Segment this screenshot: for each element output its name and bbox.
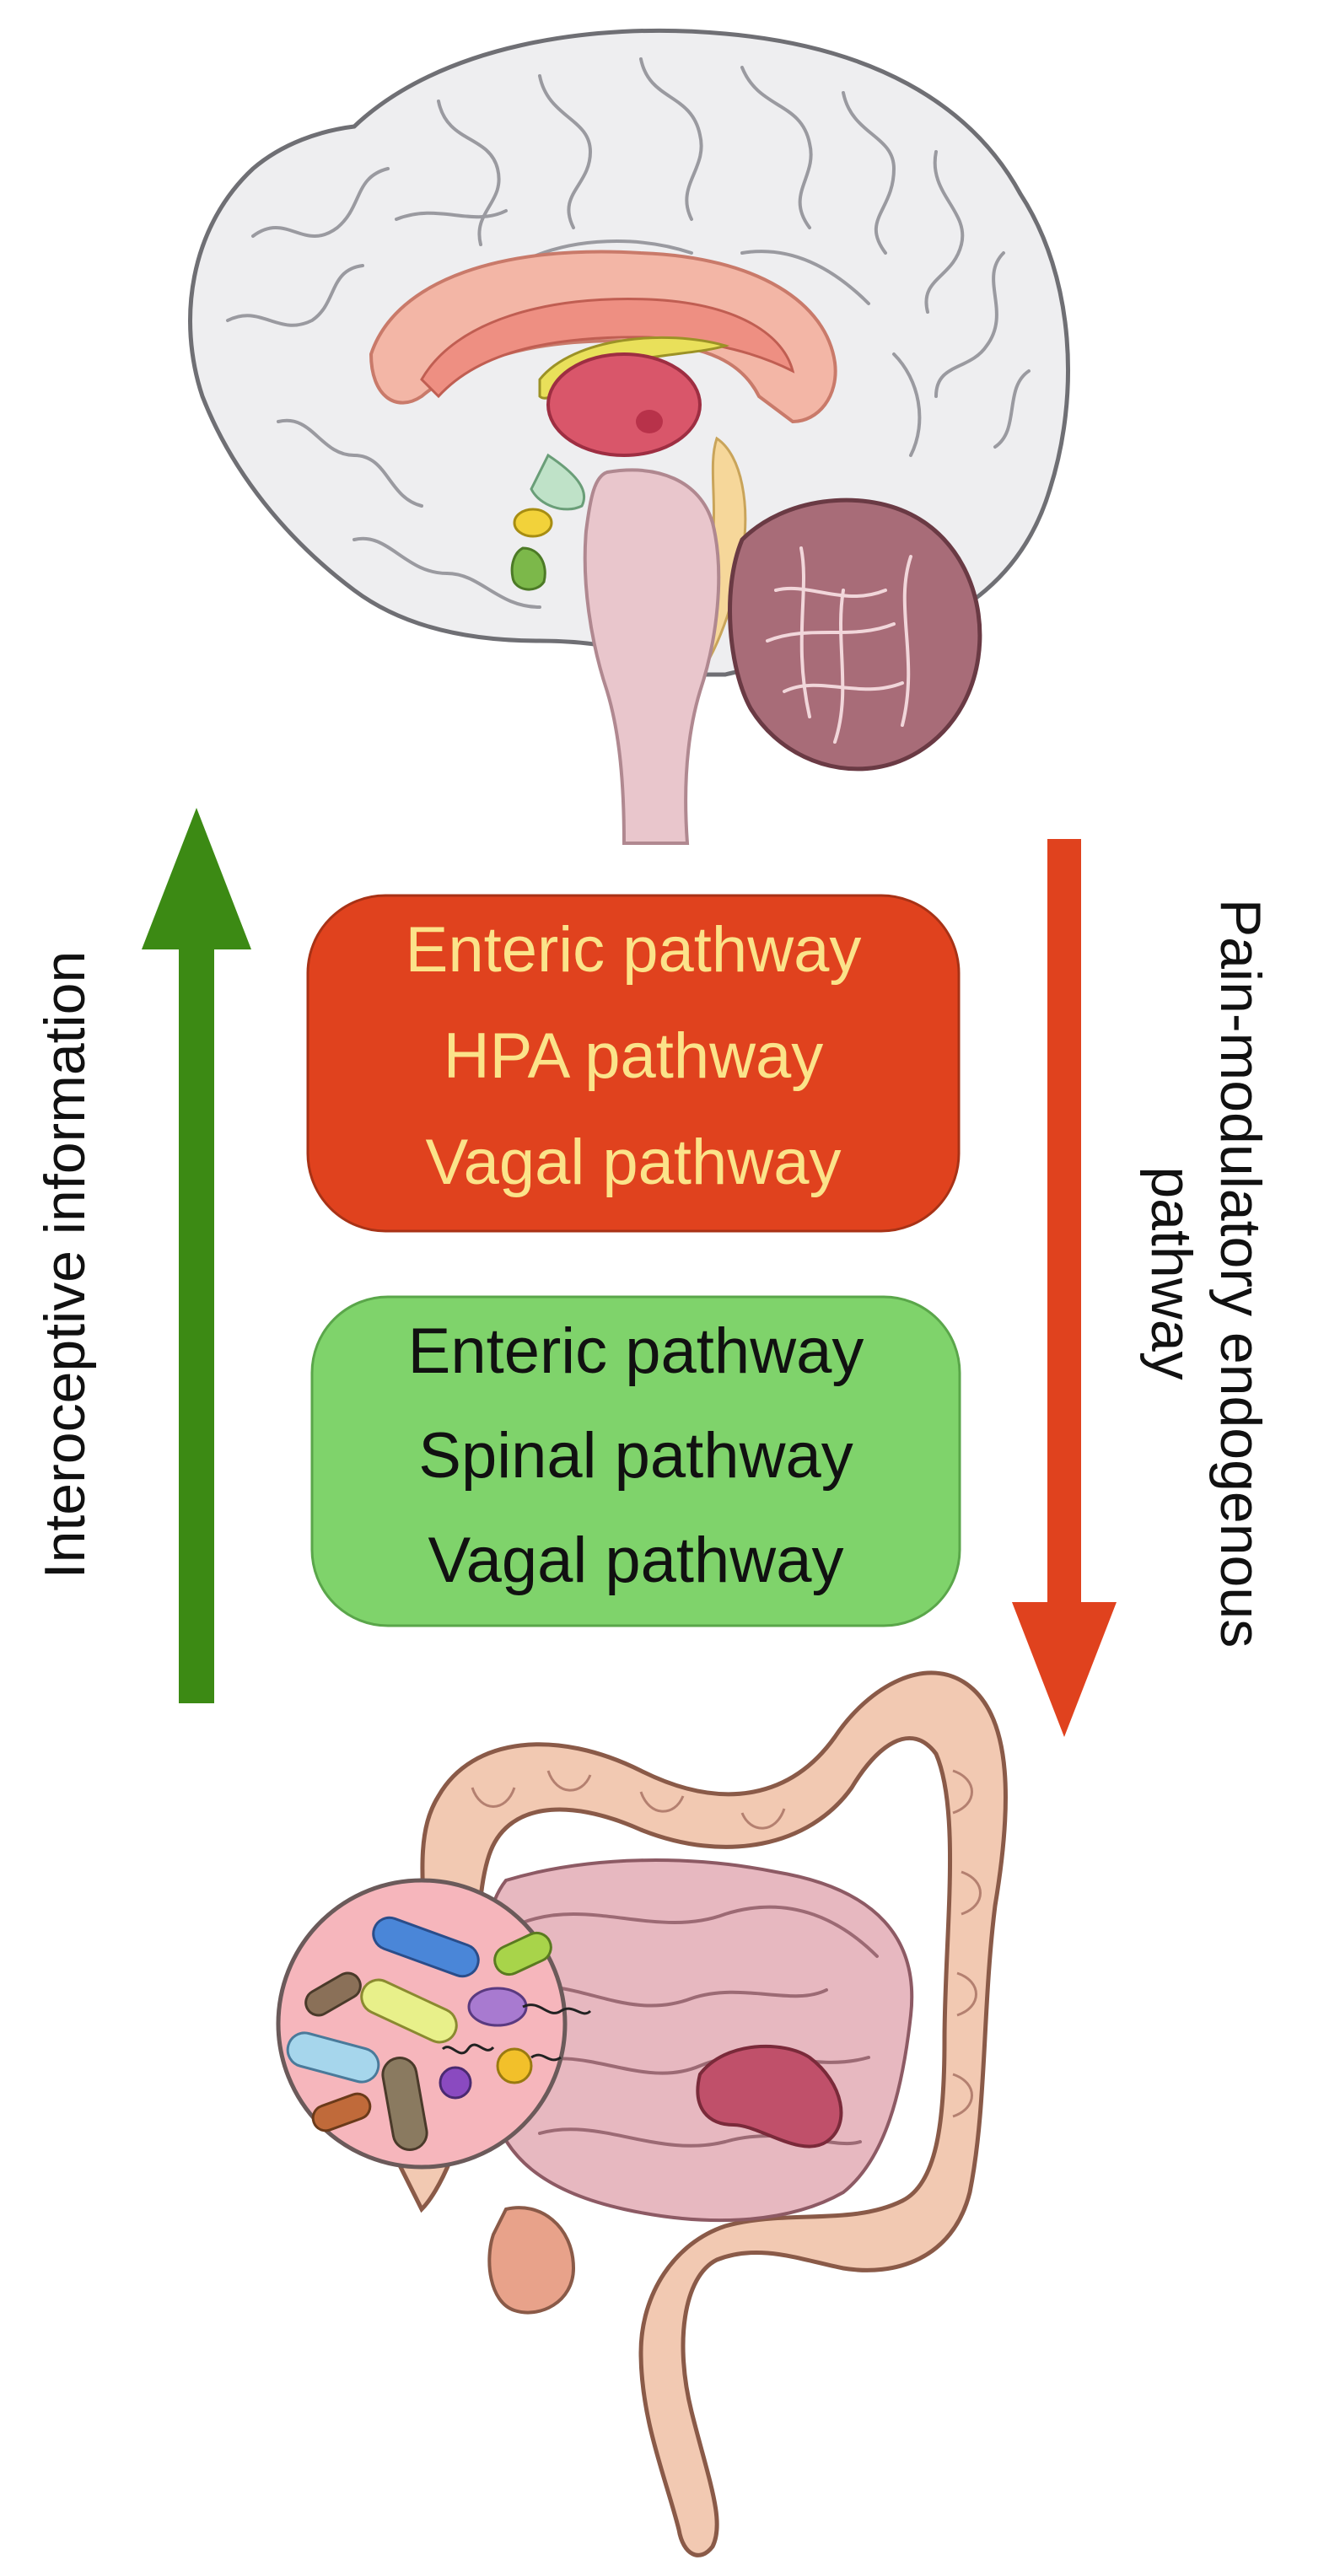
top-box-line-1: Enteric pathway [406, 914, 862, 986]
interoceptive-label: Interoceptive information [33, 951, 97, 1579]
intestine-illustration [394, 1670, 1008, 2557]
top-box-line-3: Vagal pathway [426, 1127, 842, 1198]
gut-microbiota-inset [276, 1878, 592, 2170]
bottom-box-line-2: Spinal pathway [418, 1420, 853, 1492]
bottom-box-line-3: Vagal pathway [428, 1525, 844, 1596]
top-pathway-box: Enteric pathway HPA pathway Vagal pathwa… [306, 894, 961, 1233]
cerebellum [728, 497, 982, 772]
brain-illustration [188, 28, 1071, 845]
top-box-line-2: HPA pathway [444, 1020, 824, 1092]
pain-modulatory-label-line2: pathway [1139, 1166, 1203, 1379]
pain-modulatory-arrow [1012, 839, 1117, 1737]
pain-modulatory-label-line1: Pain-modulatory endogenous [1208, 899, 1273, 1648]
bottom-box-line-1: Enteric pathway [408, 1315, 864, 1387]
interoceptive-arrow [142, 808, 251, 1703]
bottom-pathway-box: Enteric pathway Spinal pathway Vagal pat… [310, 1295, 961, 1627]
